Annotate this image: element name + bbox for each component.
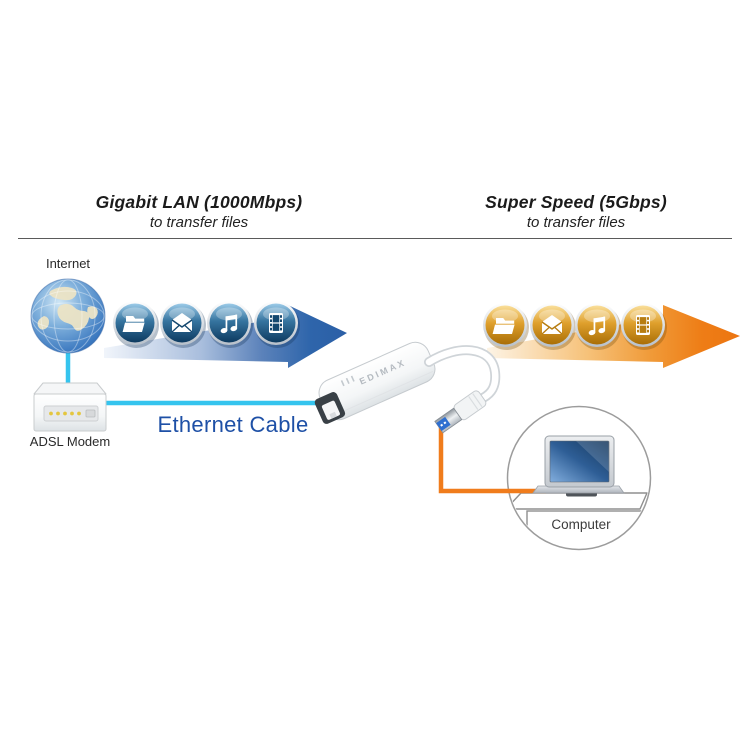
ethernet-cable-label: Ethernet Cable	[157, 412, 309, 437]
adapter-led-indicators	[340, 375, 355, 387]
rj45-port	[314, 392, 346, 424]
modem-button	[85, 409, 96, 418]
usb-subtitle: to transfer files	[526, 213, 626, 231]
section-divider	[18, 238, 732, 239]
adsl-modem	[33, 382, 107, 432]
usb-section-heading: Super Speed (5Gbps) to transfer files	[431, 192, 721, 233]
usb-cable	[424, 345, 501, 405]
mail-icon	[530, 303, 576, 350]
mail-icon	[160, 301, 206, 348]
laptop	[532, 435, 625, 497]
internet-label: Internet	[45, 256, 91, 271]
desk	[508, 492, 648, 510]
film-icon	[254, 301, 300, 348]
computer-label: Computer	[551, 517, 611, 532]
modem-led-lights	[49, 411, 81, 416]
music-icon	[575, 303, 621, 350]
usb-title: Super Speed (5Gbps)	[485, 192, 667, 212]
folder-icon	[483, 303, 529, 350]
computer-node	[438, 405, 652, 551]
lan-file-icons	[113, 301, 300, 348]
adsl-modem-label: ADSL Modem	[29, 434, 111, 449]
lan-subtitle: to transfer files	[149, 213, 249, 231]
lan-section-heading: Gigabit LAN (1000Mbps) to transfer files	[54, 192, 344, 233]
film-icon	[621, 303, 667, 350]
usb-file-icons	[483, 303, 667, 350]
usb-plug	[434, 390, 487, 434]
music-icon	[207, 301, 253, 348]
usb-connection-line	[438, 425, 546, 494]
folder-icon	[113, 301, 159, 348]
lan-title: Gigabit LAN (1000Mbps)	[95, 192, 303, 212]
internet-globe	[30, 278, 106, 354]
